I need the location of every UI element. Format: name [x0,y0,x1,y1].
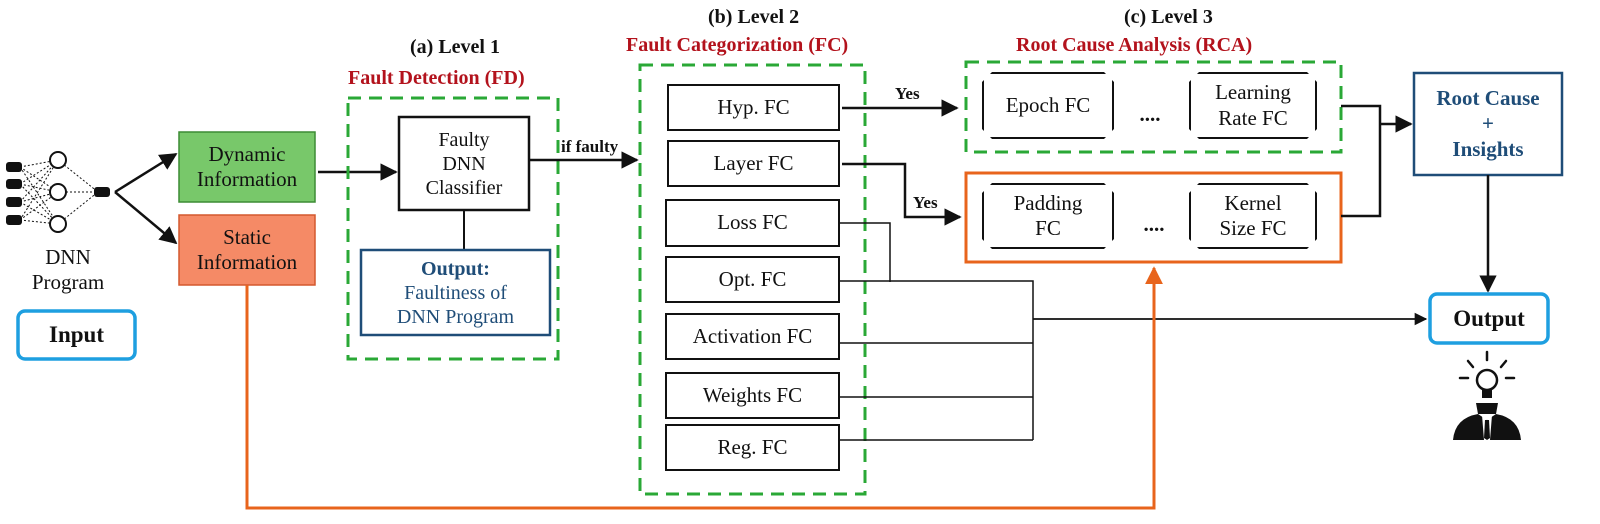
opt-fc-box: Opt. FC [665,256,840,303]
kernel-size-fc-box: Kernel Size FC [1189,183,1317,249]
layer-ellipsis: .... [1143,212,1165,237]
rca-merge-lines [1341,104,1382,218]
layer-yes-arrow [842,162,962,226]
level2-subtitle: Fault Categorization (FC) [626,34,849,56]
learning-rate-fc-box: Learning Rate FC [1189,72,1317,139]
if-faulty-label: if faulty [561,137,619,156]
hyp-yes-label: Yes [895,84,920,103]
static-info-box: Static Information [196,224,298,274]
dnn-network-icon [6,151,110,233]
level3-subtitle: Root Cause Analysis (RCA) [1016,34,1253,56]
level1-subtitle: Fault Detection (FD) [348,67,525,89]
level2-title: (b) Level 2 [708,6,800,28]
epoch-fc-box: Epoch FC [982,72,1114,139]
static-info-box-shape [178,214,316,286]
output-fd-box-shape [359,248,552,337]
loss-fc-box: Loss FC [665,199,840,247]
weights-fc-box: Weights FC [665,372,840,419]
output-frame [1428,292,1550,345]
layer-yes-label: Yes [913,193,938,212]
level2-frame [638,63,867,496]
classifier-box-shape [397,115,531,212]
dnn-program-label: DNN Program [31,244,105,294]
layer-fc-box: Layer FC [667,140,840,187]
dynamic-info-box-shape [178,131,316,203]
output-fd-box: Output: Faultiness of DNN Program [361,250,550,335]
root-cause-insights-box: Root Cause + Insights [1436,86,1540,161]
dynamic-info-box: Dynamic Information [196,141,298,191]
activation-fc-box: Activation FC [665,313,840,360]
hyp-ellipsis: .... [1139,102,1161,127]
root-cause-box-shape [1412,71,1564,177]
padding-fc-box: Padding FC [982,183,1114,249]
input-fork-arrows [114,152,178,245]
static-info-path [245,266,1163,510]
level3-layer-frame [964,171,1343,264]
level1-frame [346,96,560,361]
reg-fc-box: Reg. FC [665,424,840,471]
faulty-dnn-classifier: Faulty DNN Classifier [425,128,503,199]
hyp-fc-box: Hyp. FC [667,84,840,131]
fc-to-output-lines [840,222,1034,441]
output-fd-text: Faultiness of DNN Program [396,281,515,328]
output-fd-heading: Output: [421,257,490,280]
level3-title: (c) Level 3 [1124,6,1213,28]
output-label: Output [1453,305,1525,331]
input-frame [16,309,137,361]
input-label: Input [49,322,104,348]
level1-title: (a) Level 1 [410,36,500,58]
person-lightbulb-icon [1453,350,1521,440]
